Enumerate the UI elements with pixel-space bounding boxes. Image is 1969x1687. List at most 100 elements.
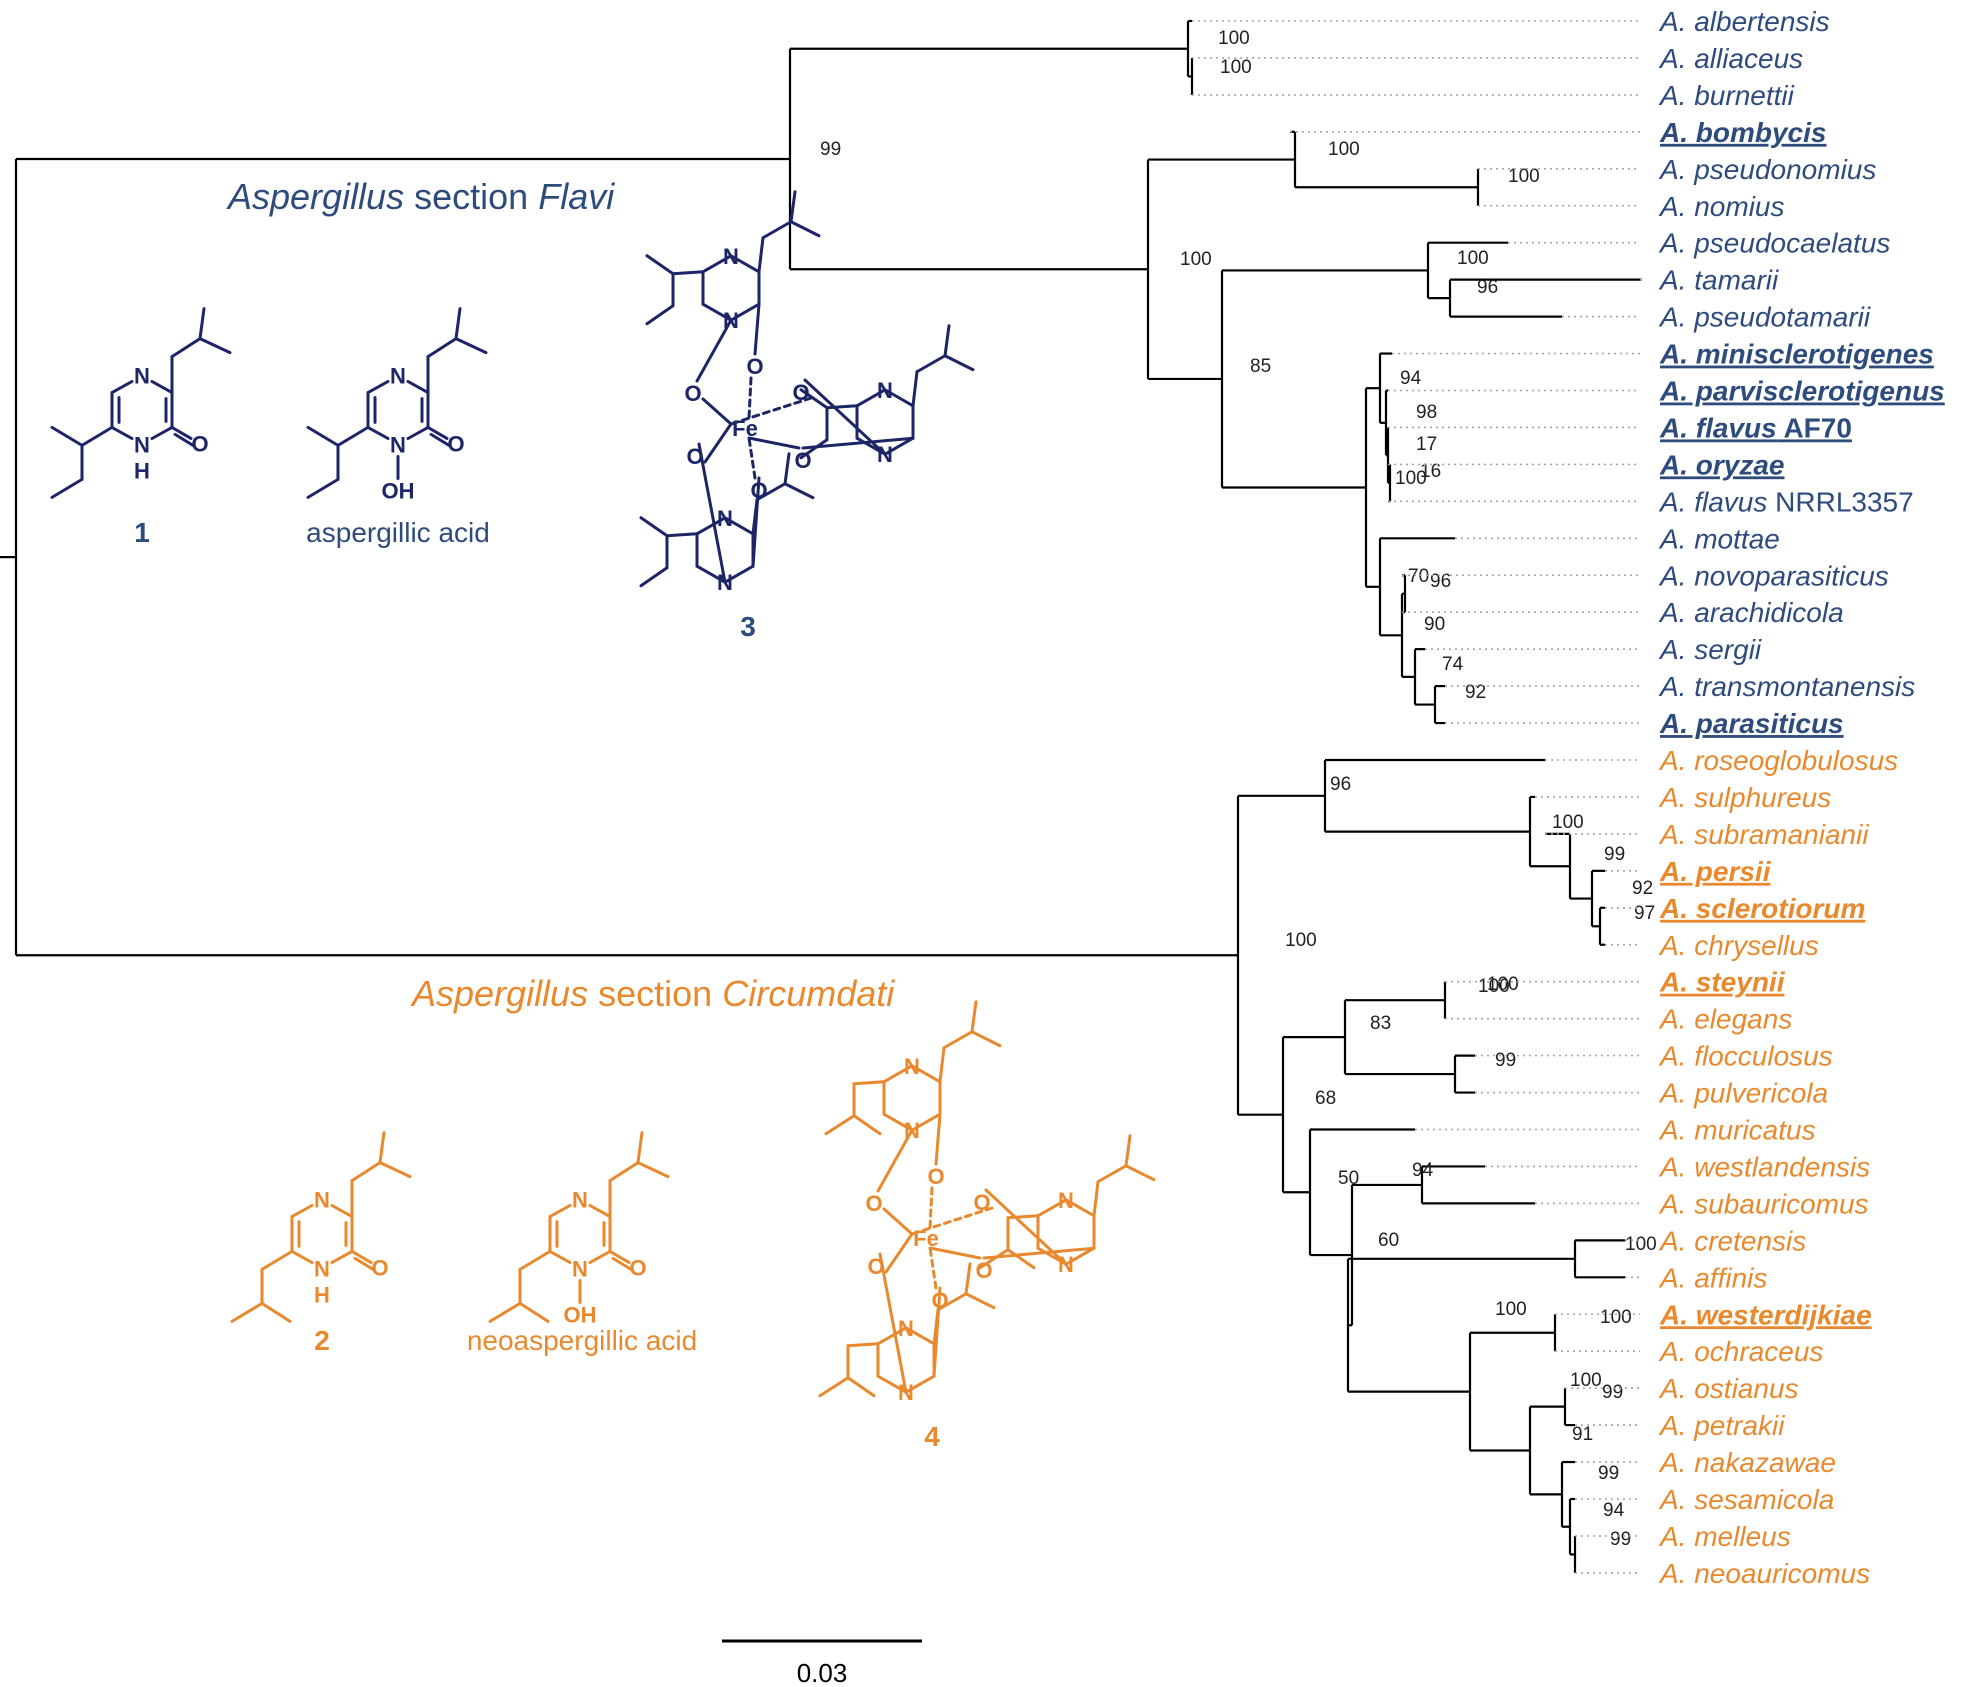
species-label: A. pulvericola — [1658, 1078, 1828, 1109]
bond — [701, 302, 733, 322]
species-label: A. ostianus — [1658, 1373, 1799, 1404]
bond — [855, 388, 887, 408]
bootstrap-value: 100 — [1570, 1370, 1602, 1391]
bond — [1006, 1214, 1040, 1220]
tree-branches — [0, 19, 1642, 1573]
bond — [878, 1252, 908, 1394]
bond — [454, 307, 462, 341]
bond — [938, 1046, 946, 1084]
bond — [978, 1248, 1010, 1270]
bond — [306, 477, 340, 499]
bond — [761, 220, 793, 240]
species-label: A. albertensis — [1658, 6, 1830, 37]
bootstrap-value: 100 — [1395, 468, 1427, 489]
hydrogen-atom: H — [314, 1283, 330, 1308]
bond — [723, 564, 755, 584]
bond — [751, 476, 761, 568]
species-label: A. elegans — [1658, 1004, 1792, 1035]
bond — [173, 432, 195, 447]
bond — [1064, 1198, 1096, 1218]
bootstrap-value: 100 — [1600, 1307, 1632, 1328]
bond — [943, 324, 951, 358]
bootstrap-value: 83 — [1370, 1013, 1391, 1034]
species-label: A. oryzae — [1659, 449, 1785, 480]
bootstrap-value: 94 — [1412, 1160, 1434, 1181]
oxygen-atom: O — [975, 1258, 992, 1283]
species-label: A. cretensis — [1658, 1225, 1806, 1256]
bond — [378, 1161, 412, 1179]
bond — [904, 1326, 936, 1346]
scale-bar-label: 0.03 — [797, 1658, 848, 1687]
bootstrap-value: 98 — [1416, 402, 1437, 423]
bond — [882, 1064, 914, 1084]
bond — [639, 566, 669, 588]
bond — [350, 1161, 382, 1183]
species-label: A. mottae — [1658, 523, 1780, 554]
bond — [824, 1114, 856, 1136]
bond — [799, 388, 829, 410]
bootstrap-value: 100 — [1552, 812, 1584, 833]
bond — [150, 380, 174, 395]
bond — [406, 425, 430, 440]
nitrogen-atom: N — [314, 1188, 330, 1213]
bond — [928, 1246, 938, 1290]
bootstrap-value: 91 — [1572, 1424, 1593, 1445]
bond — [426, 337, 458, 359]
bootstrap-value: 99 — [1495, 1050, 1516, 1071]
chemical-structures: NNHONNOHONNHONNOHOFeOONNOONNOONNFeOONNOO… — [50, 190, 1156, 1452]
species-label: A. subauricomus — [1658, 1188, 1869, 1219]
bootstrap-value: 85 — [1250, 356, 1271, 377]
section-flavi-title: Aspergillus section Flavi — [226, 176, 615, 217]
bond — [1006, 1248, 1036, 1270]
bond — [548, 1249, 572, 1264]
bond — [697, 442, 727, 584]
oxygen-atom: O — [865, 1191, 882, 1216]
bond — [110, 425, 134, 440]
species-label: A. nomius — [1658, 191, 1785, 222]
species-label: A. pseudocaelatus — [1658, 228, 1890, 259]
oxygen-atom: O — [447, 431, 464, 456]
bond — [884, 1232, 914, 1274]
bond — [910, 1112, 942, 1132]
iron-complex-structure: FeOONNOONNOONN — [639, 190, 975, 595]
bond — [1124, 1164, 1156, 1182]
bond — [306, 425, 340, 447]
bond — [942, 1030, 974, 1050]
bond — [729, 302, 761, 322]
bond — [639, 516, 669, 538]
bond — [588, 1249, 612, 1264]
bond — [695, 564, 727, 584]
bond — [747, 436, 801, 450]
bond — [846, 1376, 876, 1398]
nitrogen-atom: N — [572, 1188, 588, 1213]
bond — [751, 498, 759, 536]
species-label: A. pseudonomius — [1658, 154, 1876, 185]
hydroxyl-group: OH — [382, 479, 415, 504]
bond — [943, 354, 975, 372]
nitrogen-atom: N — [390, 433, 406, 458]
bond — [799, 438, 829, 460]
bond — [645, 304, 675, 326]
bond — [611, 1256, 633, 1271]
bootstrap-value: 99 — [1598, 1463, 1619, 1484]
bond — [882, 1207, 914, 1236]
species-label: A. sesamicola — [1658, 1484, 1834, 1515]
bond — [964, 1262, 972, 1296]
species-label: A. novoparasiticus — [1658, 560, 1889, 591]
bootstrap-value: 94 — [1400, 368, 1422, 389]
species-label: A. pseudotamarii — [1658, 302, 1871, 333]
bond — [366, 425, 390, 440]
bootstrap-value: 99 — [820, 139, 841, 160]
species-label: A. arachidicola — [1658, 597, 1844, 628]
bond — [852, 1080, 886, 1086]
species-label: A. westlandensis — [1658, 1151, 1870, 1182]
species-label: A. westerdijkiae — [1659, 1299, 1872, 1330]
bootstrap-value: 99 — [1602, 1382, 1623, 1403]
bond — [110, 380, 134, 395]
bond — [876, 1326, 908, 1346]
bond — [729, 396, 813, 426]
species-label: A. subramanianii — [1658, 819, 1869, 850]
